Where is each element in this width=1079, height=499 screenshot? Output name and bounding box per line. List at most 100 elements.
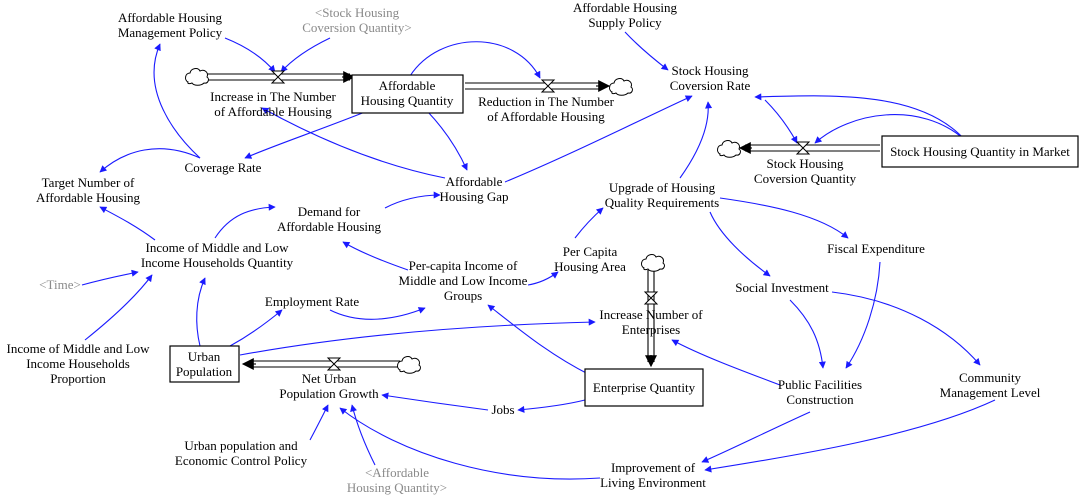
label-line: Coversion Quantity (754, 171, 857, 186)
valve-net-urban-growth (326, 357, 342, 371)
link-percapita-to-demand (342, 241, 409, 271)
label-enterprise-quantity: Enterprise Quantity (593, 380, 696, 395)
label-line: Population (176, 364, 233, 379)
label-line: Per-capita Income of (409, 258, 518, 273)
label-line: Upgrade of Housing (609, 180, 716, 195)
label-line: Urban population and (184, 438, 298, 453)
link-social-to-public (789, 299, 826, 369)
link-urban-to-enterprises (239, 318, 596, 356)
label-line: Income of Middle and Low (146, 240, 290, 255)
cloud-source-enterprises (641, 254, 665, 272)
valve-increase-enterprises (643, 291, 659, 305)
link-rate-to-coversion (764, 99, 798, 144)
link-shadow-to-increase (280, 37, 331, 73)
label-line: Coversion Quantity> (302, 20, 412, 35)
label-line: Fiscal Expenditure (827, 241, 925, 256)
link-quantity-to-reduction (409, 41, 541, 79)
label-line: Jobs (491, 402, 514, 417)
link-public-to-improvement (701, 411, 811, 463)
valve-stock-coversion (795, 141, 811, 155)
label-line: Public Facilities (778, 377, 862, 392)
link-proportion-to-income (84, 274, 153, 341)
link-gap-to-increase (261, 107, 446, 179)
link-time-to-income (81, 269, 139, 286)
link-gap-to-conversion-rate (504, 95, 693, 183)
link-shadow-quantity-to-growth (350, 404, 376, 466)
link-social-to-community (831, 291, 981, 366)
link-improvement-to-growth (339, 407, 601, 480)
label-line: <Affordable (365, 465, 429, 480)
label-line: Net Urban (302, 371, 357, 386)
link-policy-to-increase (224, 37, 276, 73)
label-line: Housing Quantity> (347, 480, 447, 495)
link-enterprise-to-percapita (487, 304, 591, 376)
label-line: Economic Control Policy (175, 453, 308, 468)
label-line: Enterprises (622, 322, 680, 337)
causal-links (81, 31, 996, 480)
link-jobs-to-growth (381, 392, 489, 411)
link-upgrade-to-rate (679, 101, 713, 179)
link-supply-policy-to-rate (624, 31, 669, 71)
link-policy-to-growth (309, 404, 329, 441)
link-fiscal-to-public (845, 261, 881, 369)
label-line: Per Capita (563, 244, 618, 259)
link-urban-to-employment (229, 309, 283, 347)
link-demand-to-gap (384, 191, 441, 209)
label-line: Community (959, 370, 1022, 385)
clouds (185, 68, 741, 374)
label-line: Affordable Housing (277, 219, 382, 234)
label-line: Stock Housing (672, 63, 749, 78)
label-jobs: Jobs (491, 402, 514, 417)
label-line: Coversion Rate (670, 78, 751, 93)
label-line: Demand for (298, 204, 361, 219)
label-line: Housing Area (554, 259, 626, 274)
link-stock-market-to-coversion (814, 114, 966, 144)
label-line: Supply Policy (588, 15, 662, 30)
label-line: Living Environment (600, 475, 706, 490)
stocks (169, 74, 1079, 407)
link-policy-coverage-rate (153, 43, 201, 159)
label-line: Construction (786, 392, 854, 407)
label-line: Population Growth (279, 386, 379, 401)
label-line: Quality Requirements (605, 195, 719, 210)
cloud-sink-stock-coversion (717, 140, 741, 158)
label-line: Proportion (50, 371, 106, 386)
stock-box-stock-housing-market (881, 135, 1079, 168)
label-line: of Affordable Housing (487, 109, 605, 124)
link-coverage-to-target (99, 148, 201, 173)
label-line: Affordable (379, 78, 436, 93)
label-line: Improvement of (611, 460, 696, 475)
label-line: Income Households (26, 356, 130, 371)
valve-increase-affordable (270, 70, 286, 84)
link-percapita-to-area (527, 271, 559, 286)
cloud-source-affordable (185, 68, 209, 86)
label-line: Reduction in The Number (478, 94, 615, 109)
label-employment-rate: Employment Rate (265, 294, 359, 309)
link-stock-market-to-rate (754, 93, 966, 141)
label-line: Affordable Housing (118, 10, 223, 25)
stock-box-enterprise-quantity (584, 368, 704, 407)
label-line: Increase Number of (599, 307, 703, 322)
link-income-qty-to-demand (214, 203, 276, 239)
label-line: Enterprise Quantity (593, 380, 696, 395)
link-upgrade-to-social (709, 211, 771, 277)
label-line: <Time> (39, 277, 81, 292)
label-line: Affordable Housing (36, 190, 141, 205)
label-line: Social Investment (735, 280, 829, 295)
link-employment-to-percapita (329, 307, 426, 320)
link-area-to-upgrade (574, 207, 604, 239)
label-line: <Stock Housing (315, 5, 400, 20)
